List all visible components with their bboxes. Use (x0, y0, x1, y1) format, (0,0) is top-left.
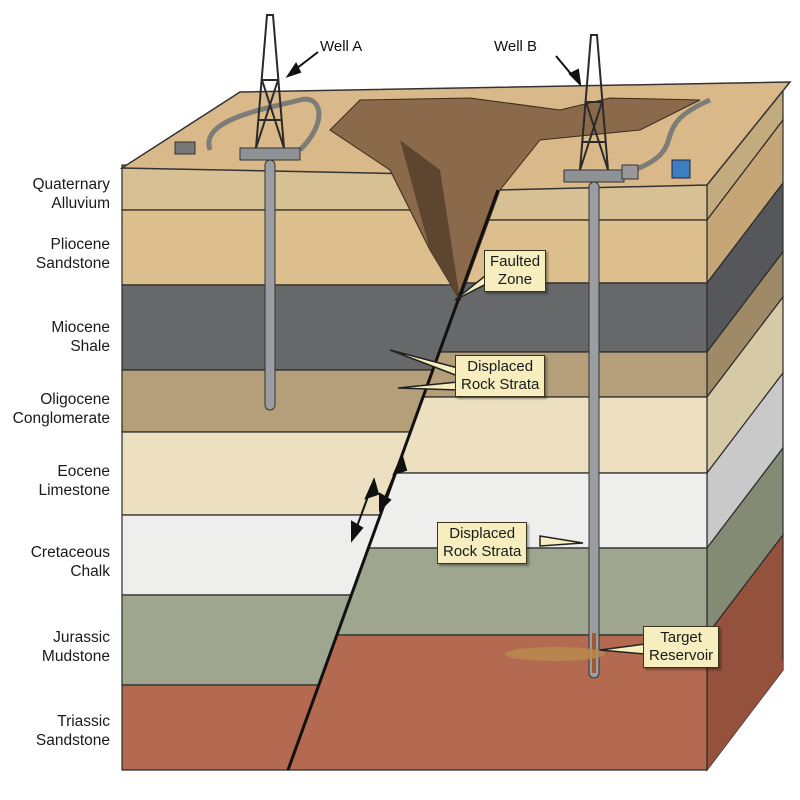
stratum-label-text: Eocene (57, 463, 110, 480)
stratum-label-text: Quaternary (32, 176, 110, 193)
stratum-label-text: Jurassic (53, 629, 110, 646)
stratum-label-text: Miocene (51, 319, 110, 336)
road (206, 96, 322, 152)
stratum-left (121, 514, 382, 596)
stratum-right (394, 396, 708, 474)
road-right (619, 97, 711, 178)
stratum-label-text: Limestone (38, 482, 110, 499)
derrick-icon (255, 14, 285, 149)
storage-tank (671, 159, 691, 179)
well-a-label: Well A (320, 38, 363, 55)
stratum-right (438, 282, 708, 353)
callout-text: Displaced (467, 358, 534, 375)
stratum-label-text: Pliocene (50, 236, 110, 253)
rig-platform (563, 169, 625, 183)
stratum-left (121, 684, 320, 771)
callout-faulted-zone: Faulted Zone (484, 250, 547, 292)
target-reservoir-zone (505, 647, 605, 661)
callout-text: Displaced (449, 525, 516, 542)
callout-text: Faulted (490, 253, 541, 270)
stratum-label-text: Sandstone (35, 732, 110, 749)
stratum-label-text: Conglomerate (12, 410, 110, 427)
callout-displaced-strata-upper: Displaced Rock Strata (455, 355, 546, 397)
callout-text: Rock Strata (443, 543, 522, 560)
equipment-shed (174, 141, 196, 155)
stratum-right (367, 472, 708, 549)
block-side-face (706, 83, 784, 772)
well-a (239, 14, 301, 411)
stratum-label-text: Alluvium (51, 195, 110, 212)
stratum-left (121, 594, 353, 686)
stratum-label-text: Cretaceous (30, 544, 110, 561)
rig-platform (239, 147, 301, 161)
side-bottom (707, 660, 783, 770)
callout-text: Zone (497, 271, 533, 288)
stratum-label-text: Shale (70, 338, 110, 355)
stratum-label-text: Sandstone (35, 255, 110, 272)
well-pipe (588, 181, 600, 679)
derrick-icon (579, 34, 609, 171)
well-pipe (264, 159, 276, 411)
equipment-shed (621, 164, 639, 180)
callout-target-reservoir: Target Reservoir (643, 626, 720, 668)
stratum-left (121, 431, 412, 516)
callout-text: Reservoir (649, 647, 714, 664)
callout-text: Target (660, 629, 702, 646)
fault-motion-arrows (351, 453, 408, 543)
stratum-label-text: Chalk (70, 563, 110, 580)
stratum-label-text: Oligocene (40, 391, 110, 408)
stratum-label-text: Triassic (57, 713, 110, 730)
canyon-shadow (400, 140, 460, 300)
well-b-label: Well B (494, 38, 538, 55)
stratum-left (121, 369, 434, 433)
left-fault-block (121, 164, 508, 771)
callout-displaced-strata-lower: Displaced Rock Strata (437, 522, 528, 564)
stratum-label-text: Mudstone (41, 648, 110, 665)
well-arrows (285, 51, 582, 87)
callout-text: Rock Strata (461, 376, 540, 393)
well-b (563, 34, 625, 679)
